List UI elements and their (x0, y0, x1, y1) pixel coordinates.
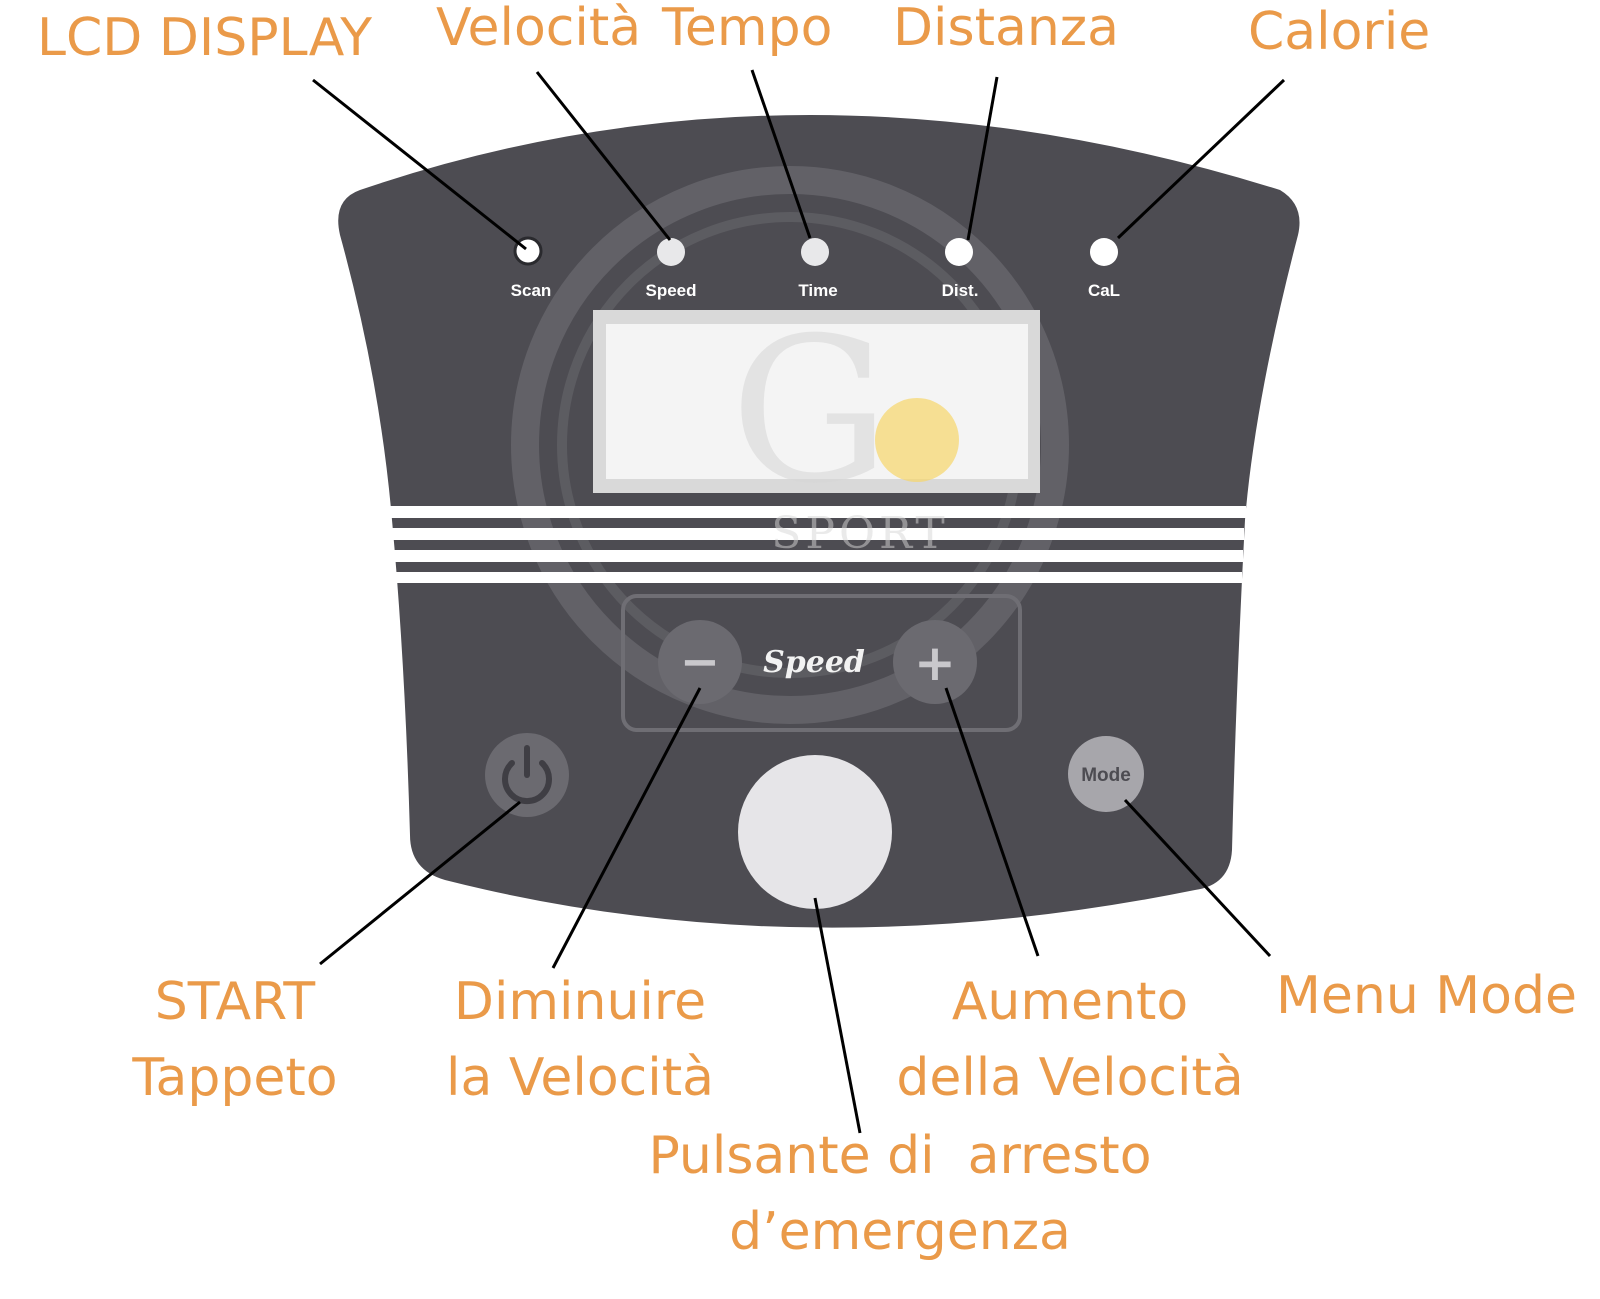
indicator-label-scan: Scan (511, 281, 552, 300)
leader-lcd-display (312, 78, 527, 251)
callout-calorie: Calorie (1248, 2, 1431, 62)
start-power-button[interactable] (485, 733, 569, 817)
callout-pulsante-line1: Pulsante di arresto (648, 1126, 1152, 1186)
watermark-yellow-dot (875, 398, 959, 482)
speed-control-title: Speed (763, 645, 865, 680)
panel-stripe-3 (393, 550, 1243, 562)
leader-diminuire (551, 687, 702, 969)
callout-distanza: Distanza (893, 0, 1119, 58)
callout-start-line2: Tappeto (132, 1048, 338, 1108)
callout-start-tappeto: START Tappeto (110, 964, 360, 1116)
dist-indicator-light (945, 238, 973, 266)
callout-lcd-display: LCD DISPLAY (37, 8, 373, 68)
power-icon (502, 745, 552, 805)
watermark-letter: G (730, 295, 890, 528)
console-panel (338, 115, 1300, 928)
leader-velocita (535, 71, 672, 241)
speed-increase-button[interactable]: + (893, 620, 977, 704)
leader-distanza (966, 76, 999, 241)
leader-aumento (944, 687, 1040, 957)
panel-stripe-1 (386, 506, 1246, 518)
callout-tempo: Tempo (662, 0, 833, 58)
leader-start (319, 800, 521, 966)
minus-icon: − (680, 634, 720, 690)
callout-menu-mode: Menu Mode (1276, 966, 1577, 1026)
callout-velocita: Velocità (436, 0, 642, 58)
callout-emergency-stop: Pulsante di arresto d’emergenza (600, 1118, 1200, 1270)
speed-control-box (621, 594, 1022, 732)
indicator-label-time: Time (798, 281, 837, 300)
mode-button[interactable]: Mode (1068, 736, 1144, 812)
callout-aumento-line1: Aumento (951, 972, 1189, 1032)
callout-aumento-line2: della Velocità (896, 1048, 1244, 1108)
panel-stripe-2 (390, 528, 1244, 540)
callout-aumento-velocita: Aumento della Velocità (880, 964, 1260, 1116)
panel-stripe-4 (396, 572, 1242, 583)
leader-menu-mode (1123, 798, 1272, 958)
indicator-label-dist: Dist. (942, 281, 979, 300)
indicator-label-speed: Speed (645, 281, 696, 300)
callout-diminuire-line2: la Velocità (446, 1048, 714, 1108)
leader-calorie (1116, 78, 1286, 240)
callout-diminuire-velocita: Diminuire la Velocità (420, 964, 740, 1116)
callout-diminuire-line1: Diminuire (453, 972, 707, 1032)
lcd-display-screen (606, 324, 1028, 479)
leader-emergency-stop (813, 897, 862, 1134)
callout-start-line1: START (154, 972, 316, 1032)
speed-indicator-light (657, 238, 685, 266)
leader-tempo (750, 69, 812, 239)
speed-decrease-button[interactable]: − (658, 620, 742, 704)
emergency-stop-button[interactable] (738, 755, 892, 909)
cal-indicator-light (1090, 238, 1118, 266)
indicator-label-cal: CaL (1088, 281, 1120, 300)
plus-icon: + (914, 634, 956, 692)
time-indicator-light (801, 238, 829, 266)
watermark-word: SPORT (771, 508, 949, 559)
callout-pulsante-line2: d’emergenza (729, 1202, 1071, 1262)
mode-button-label: Mode (1081, 765, 1131, 786)
